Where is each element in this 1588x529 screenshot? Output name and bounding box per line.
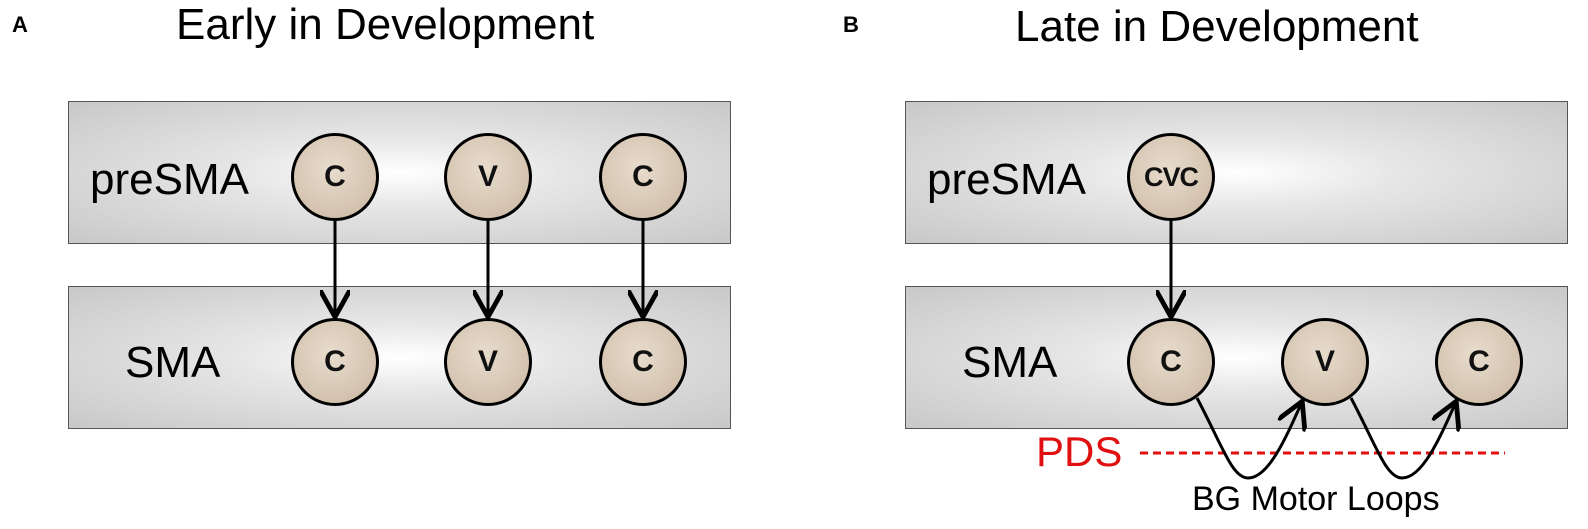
panel-b-sma-label: SMA xyxy=(962,338,1058,387)
panel-b-letter: B xyxy=(843,12,859,37)
panel-b-sma-node-3: C xyxy=(1435,318,1523,406)
panel-b-presma-node-cvc: CVC xyxy=(1127,133,1215,221)
panel-a-sma-node-3: C xyxy=(599,318,687,406)
panel-a-title: Early in Development xyxy=(176,0,595,49)
panel-a-presma-label: preSMA xyxy=(90,155,249,204)
panel-b-presma-band xyxy=(905,101,1568,244)
panel-a-presma-node-1: C xyxy=(291,133,379,221)
pds-label: PDS xyxy=(1036,428,1123,475)
panel-a-sma-node-2: V xyxy=(444,318,532,406)
panel-a-letter: A xyxy=(12,12,28,37)
bg-motor-loops-label: BG Motor Loops xyxy=(1192,480,1440,518)
panel-b-presma-label: preSMA xyxy=(927,155,1086,204)
panel-a-sma-label: SMA xyxy=(125,338,221,387)
panel-a-sma-node-1: C xyxy=(291,318,379,406)
panel-b-sma-node-1: C xyxy=(1127,318,1215,406)
panel-a-presma-node-3: C xyxy=(599,133,687,221)
panel-b-title: Late in Development xyxy=(1015,2,1419,51)
panel-b-sma-node-2: V xyxy=(1281,318,1369,406)
panel-a-presma-node-2: V xyxy=(444,133,532,221)
